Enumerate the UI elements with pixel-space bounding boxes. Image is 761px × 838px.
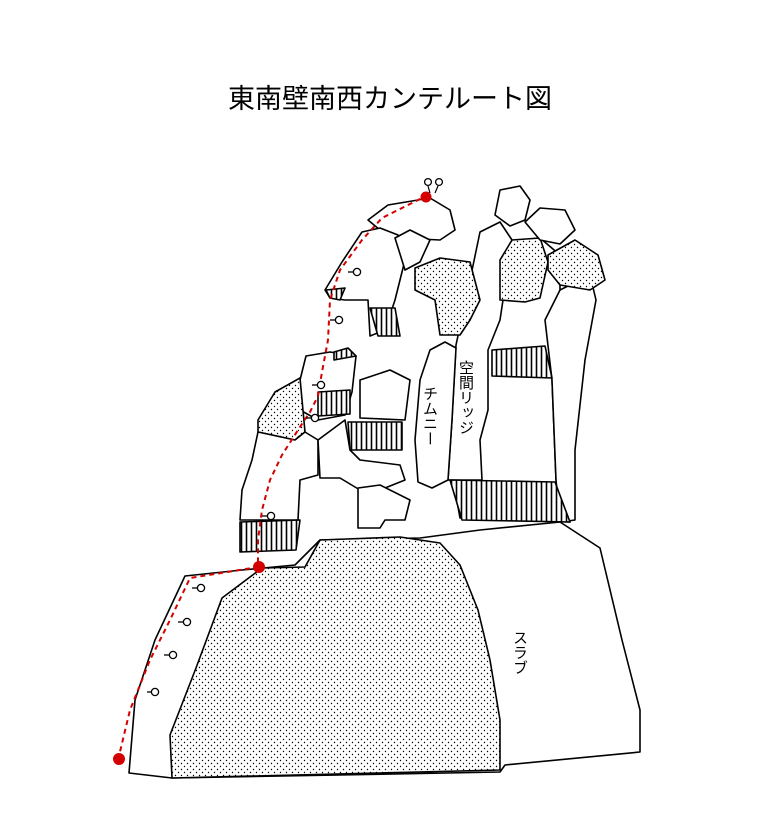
rock-center-lower-flake [357, 484, 411, 529]
belay-top-red-dot-icon [420, 191, 432, 203]
climbing-route-line [117, 195, 427, 761]
rock-dotted-left-mid [257, 377, 306, 441]
bolt-8-ring-bolt-icon [330, 315, 344, 325]
ledge-hatched-center [347, 421, 403, 451]
rock-lower-left-face [239, 431, 319, 521]
label-ridge: 空間リッジ [457, 360, 475, 435]
label-slab: スラブ [511, 630, 529, 675]
rock-summit-boulder-1 [494, 185, 531, 227]
rock-dotted-boulder [169, 536, 501, 779]
diagram-title: 東南壁南西カンテルート図 [228, 84, 552, 115]
rock-dotted-head-middle [414, 257, 481, 336]
belay-middle-red-dot-icon [253, 561, 265, 573]
rock-chimney-right-face [359, 369, 411, 421]
label-chimney: チムニー [421, 386, 439, 446]
ledge-hatched-left-pillar [369, 307, 401, 337]
ledge-hatched-mid-left-top [333, 347, 357, 361]
bolt-4-ring-bolt-icon [192, 583, 206, 593]
ledge-hatched-bottom-right [449, 479, 571, 523]
bolt-9-ring-bolt-icon [348, 267, 362, 277]
bolt-3-ring-bolt-icon [178, 617, 192, 627]
top-anchor-double-ring-anchor-icon [423, 177, 444, 194]
ledge-hatched-mid-right [491, 345, 553, 379]
ledge-hatched-mid-left [317, 389, 351, 417]
bolt-5-ring-bolt-icon [262, 511, 276, 521]
rock-center-block [317, 419, 406, 491]
bolt-7-ring-bolt-icon [312, 380, 326, 390]
bolt-2-ring-bolt-icon [164, 650, 178, 660]
rock-summit-boulder-2 [524, 207, 576, 245]
rock-dotted-right-top [499, 237, 549, 303]
bolt-6-ring-bolt-icon [306, 413, 320, 423]
rock-upper-right-flake [394, 229, 431, 271]
rock-dotted-far-right [547, 239, 606, 291]
belay-start-red-dot-icon [113, 753, 125, 765]
bolt-1-ring-bolt-icon [147, 687, 160, 697]
ledge-hatched-lower-left [239, 519, 301, 553]
rock-chimney-block [414, 341, 457, 489]
